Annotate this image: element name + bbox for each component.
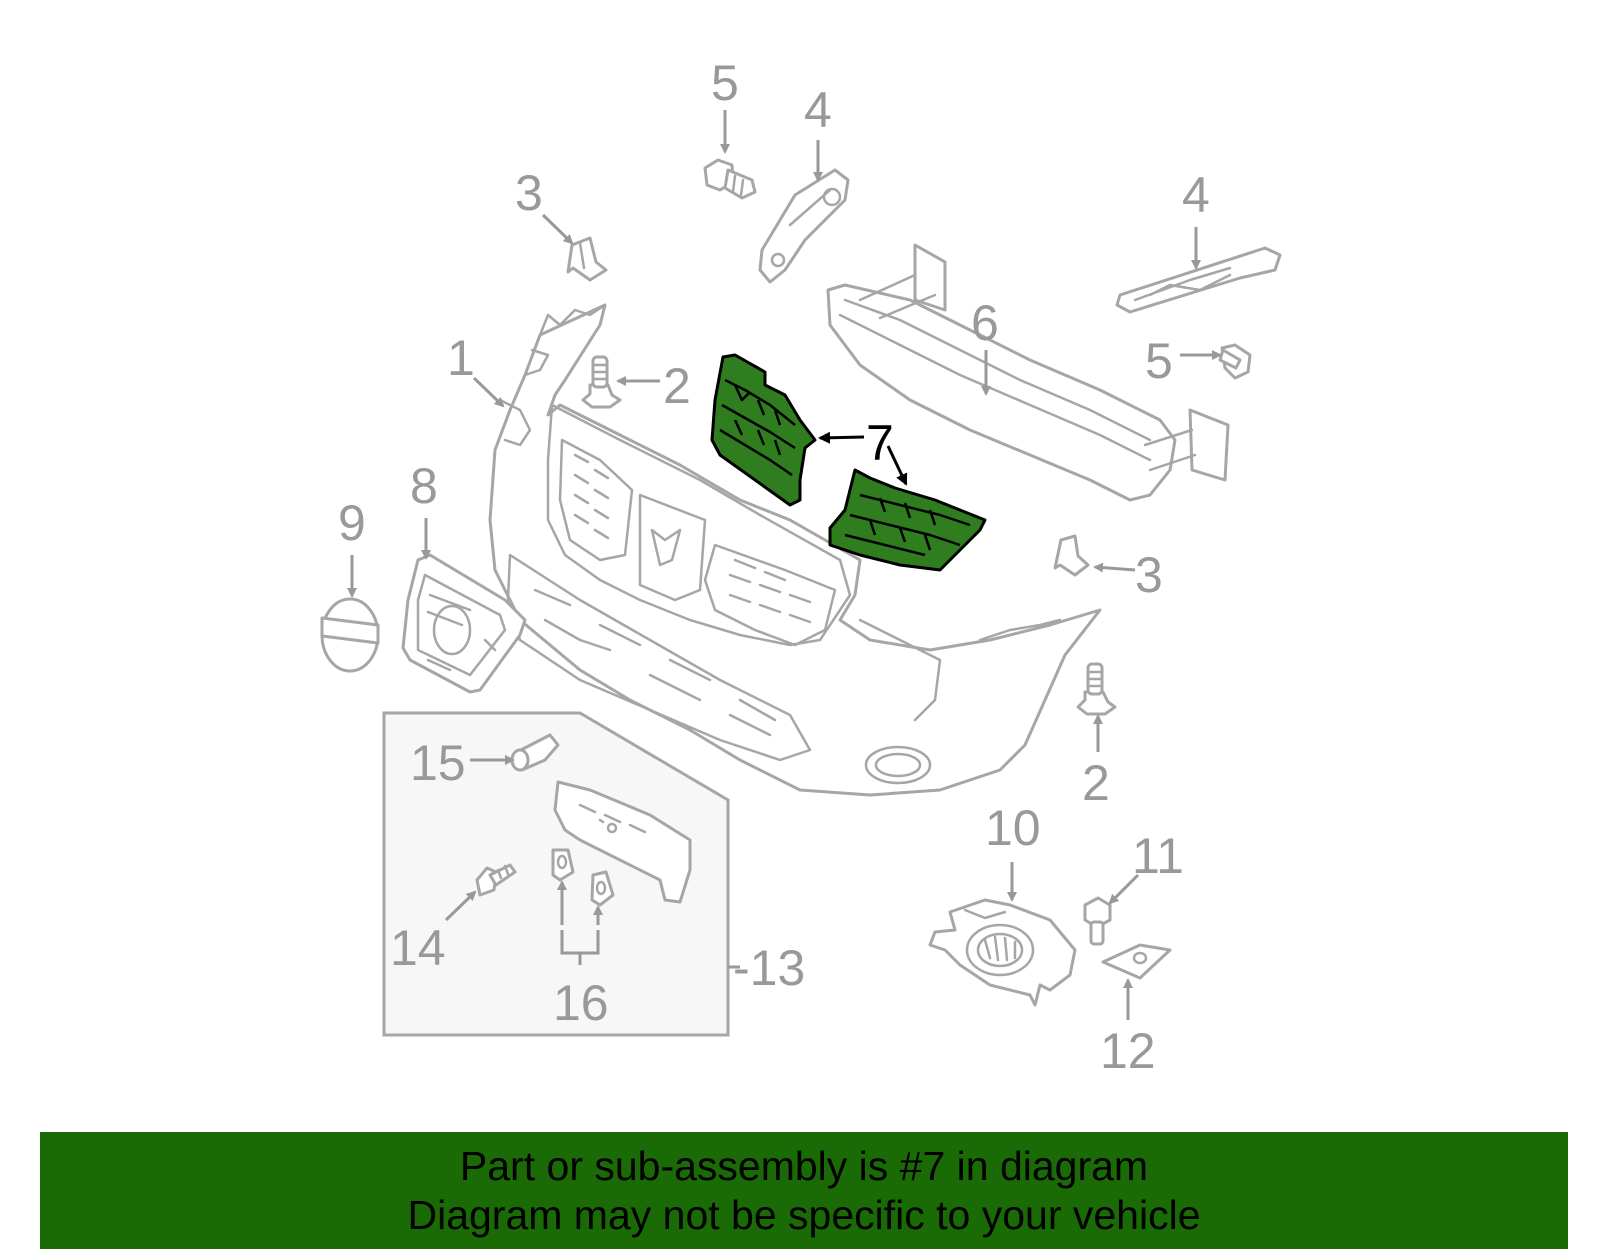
callout-2-top: 2 — [663, 358, 691, 414]
leader-lines — [347, 110, 1222, 1020]
bumper-cover — [488, 303, 1102, 797]
inset-box — [382, 711, 730, 1037]
bracket-right — [1115, 246, 1282, 314]
reinforcement-beam — [826, 243, 1230, 502]
callout-8: 8 — [410, 458, 438, 514]
callout-5-right: 5 — [1145, 333, 1173, 389]
callout-16: 16 — [553, 975, 609, 1031]
clip-12 — [1101, 943, 1172, 980]
fog-lamp — [928, 898, 1077, 1007]
callout-14: 14 — [390, 920, 446, 976]
pin-2-bottom — [1076, 662, 1117, 716]
callout-13: -13 — [733, 940, 805, 996]
bracket-left — [758, 168, 850, 284]
clip-3-right — [1053, 534, 1090, 577]
callout-15: 15 — [410, 735, 466, 791]
info-banner: Part or sub-assembly is #7 in diagram Di… — [40, 1132, 1568, 1249]
callout-6: 6 — [971, 295, 999, 351]
banner-line-2: Diagram may not be specific to your vehi… — [407, 1192, 1201, 1238]
emblem — [320, 597, 380, 673]
callout-11: 11 — [1132, 828, 1184, 884]
bolt-11 — [1083, 896, 1112, 946]
callout-12: 12 — [1100, 1023, 1156, 1079]
bolt-5-top — [703, 158, 757, 200]
grille-bracket-upper — [710, 353, 817, 507]
callout-3-top: 3 — [515, 165, 543, 221]
banner-line-1: Part or sub-assembly is #7 in diagram — [459, 1143, 1149, 1189]
side-grille — [401, 553, 527, 694]
callout-5-top: 5 — [711, 55, 739, 111]
callout-4-left: 4 — [804, 82, 832, 138]
bolt-5-right — [1218, 343, 1252, 380]
callout-labels: 5 4 3 4 6 5 2 1 7 8 9 3 2 15 10 11 14 -1… — [338, 55, 1210, 1079]
clip-3-top — [566, 236, 608, 282]
callout-7: 7 — [866, 415, 894, 471]
callout-2-bottom: 2 — [1082, 755, 1110, 811]
callout-1: 1 — [447, 330, 475, 386]
callout-3-right: 3 — [1135, 547, 1163, 603]
callout-10: 10 — [985, 800, 1041, 856]
callout-4-right: 4 — [1182, 167, 1210, 223]
callout-9: 9 — [338, 495, 366, 551]
pin-2-top — [581, 355, 622, 409]
grille-bracket-lower — [828, 468, 987, 572]
